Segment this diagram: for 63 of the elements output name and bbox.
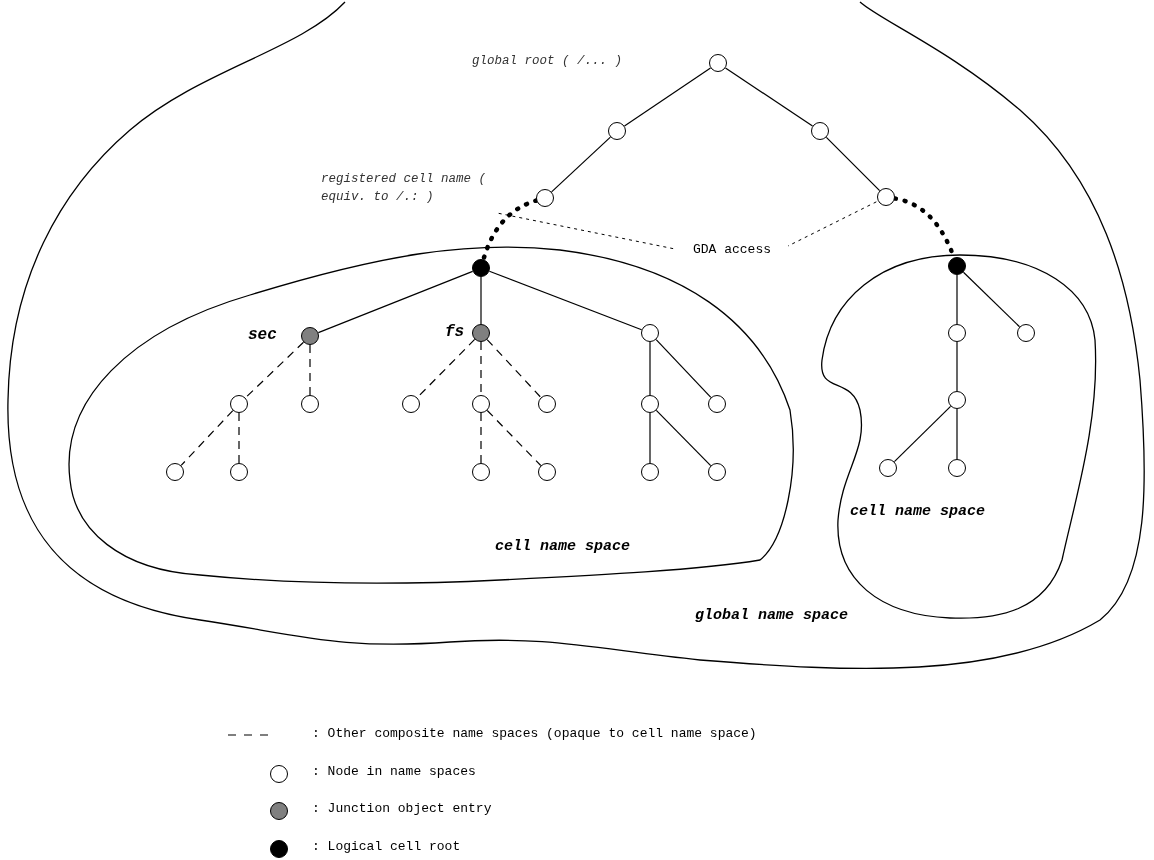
connector-line bbox=[893, 405, 952, 463]
node-circle bbox=[538, 463, 556, 481]
connector-line bbox=[655, 338, 712, 399]
node-circle bbox=[1017, 324, 1035, 342]
node-circle bbox=[301, 395, 319, 413]
connector-line bbox=[956, 274, 958, 325]
connector-line bbox=[649, 412, 651, 464]
connector-line bbox=[551, 136, 611, 193]
connector-line bbox=[962, 271, 1021, 328]
junction-node-circle bbox=[472, 324, 490, 342]
dashed-line bbox=[238, 412, 240, 464]
node-circle bbox=[472, 395, 490, 413]
node-circle bbox=[230, 395, 248, 413]
connector-line bbox=[825, 136, 881, 192]
node-circle bbox=[538, 395, 556, 413]
region-title: cell name space bbox=[850, 503, 986, 520]
node-circle bbox=[708, 395, 726, 413]
node-circle bbox=[402, 395, 420, 413]
node-circle bbox=[948, 391, 966, 409]
region-title: cell name space bbox=[495, 538, 631, 555]
junction-node-circle bbox=[301, 327, 319, 345]
legend-text: : Logical cell root bbox=[312, 838, 461, 854]
node-circle bbox=[230, 463, 248, 481]
legend-text: : Node in name spaces bbox=[312, 763, 476, 779]
root-node-circle bbox=[472, 259, 490, 277]
node-circle bbox=[948, 459, 966, 477]
node-label: sec bbox=[248, 326, 277, 344]
node-label: fs bbox=[445, 323, 465, 341]
connector-line bbox=[317, 270, 474, 334]
dashed-line bbox=[486, 409, 542, 467]
legend-text: : Other composite name spaces (opaque to cell name space) bbox=[312, 726, 757, 741]
node-circle bbox=[709, 54, 727, 72]
node-circle bbox=[166, 463, 184, 481]
dashed-line bbox=[486, 339, 542, 398]
dashed-line bbox=[480, 412, 482, 464]
connector-line bbox=[956, 341, 958, 392]
connector-line bbox=[724, 67, 814, 127]
node-circle bbox=[879, 459, 897, 477]
connector-line bbox=[480, 276, 482, 325]
node-circle bbox=[641, 324, 659, 342]
node-circle bbox=[708, 463, 726, 481]
connector-line bbox=[956, 408, 958, 460]
connector-line bbox=[488, 270, 643, 331]
node-circle bbox=[536, 189, 554, 207]
dotted-link-line bbox=[481, 198, 539, 262]
dashed-line bbox=[180, 409, 234, 467]
legend-text: : Junction object entry bbox=[312, 801, 492, 816]
annotation-text: global root ( /... ) bbox=[472, 53, 623, 70]
node-circle bbox=[641, 395, 659, 413]
connector-line bbox=[649, 341, 651, 396]
root-node-circle bbox=[948, 257, 966, 275]
node-circle bbox=[877, 188, 895, 206]
node-circle bbox=[948, 324, 966, 342]
node-circle bbox=[641, 463, 659, 481]
connector-line bbox=[655, 409, 712, 467]
node-circle bbox=[472, 463, 490, 481]
annotation-text: registered cell name ( equiv. to /.: ) bbox=[321, 171, 488, 206]
region-title: global name space bbox=[695, 607, 849, 624]
dashed-line bbox=[244, 341, 305, 399]
connector-line bbox=[623, 67, 712, 127]
dashed-line bbox=[309, 344, 311, 396]
node-circle bbox=[811, 122, 829, 140]
node-circle bbox=[608, 122, 626, 140]
